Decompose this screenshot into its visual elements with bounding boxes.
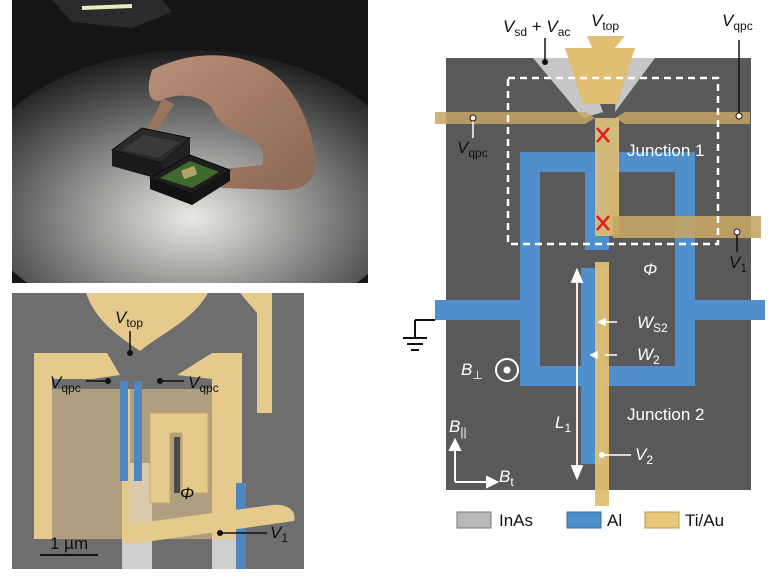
legend: InAs Al Ti/Au [457,511,724,530]
vqpc-top-sub: qpc [733,19,752,33]
sem-vqpc-left-sub: qpc [61,381,80,395]
scale-bar-label: 1 µm [50,534,88,553]
vtop-sub: top [602,19,619,33]
junction2-label: Junction 2 [627,405,705,424]
sem-phi-label: Φ [180,484,194,503]
schematic-panel: Vsd + Vac Vtop Vqpc Vqpc Junction 1 Φ V1… [395,0,768,576]
v2-sub: 2 [646,453,653,467]
svg-text:Vqpc: Vqpc [722,11,753,33]
svg-text:Vtop: Vtop [591,11,619,33]
bperp-label: B [461,360,472,379]
qpc-gate-left [435,112,595,124]
bpar-label: B [449,417,460,436]
sem-v1-sub: 1 [281,531,288,545]
ground-icon [403,320,435,350]
bperp-sub: ⊥ [472,368,482,382]
bpar-sub: || [460,425,466,439]
l1-sub: 1 [564,421,571,435]
svg-text:Vsd + Vac: Vsd + Vac [503,17,570,39]
legend-swatch-tiau [645,512,679,528]
legend-label-inas: InAs [499,511,533,530]
legend-swatch-al [567,512,601,528]
device-schematic: Vsd + Vac Vtop Vqpc Vqpc Junction 1 Φ V1… [395,0,768,576]
bt-label: B [499,467,510,486]
qpc-gate-right [615,112,750,124]
sem-panel: Vtop Vqpc Vqpc Φ V1 1 µm [12,293,304,569]
l1-label: L [555,413,564,432]
sample-photo [12,0,368,283]
phi-label: Φ [643,260,657,279]
vac-sub: ac [558,25,571,39]
w2-sub: 2 [653,353,660,367]
vsd-sub: sd [514,25,527,39]
sem-vqpc-right-sub: qpc [199,381,218,395]
ws2-sub: S2 [653,321,668,335]
junction1-label: Junction 1 [627,141,705,160]
v2-gate [595,262,609,506]
legend-label-al: Al [607,511,622,530]
legend-swatch-inas [457,512,491,528]
sem-image: Vtop Vqpc Vqpc Φ V1 1 µm [12,293,304,569]
vqpc-left-sub: qpc [468,146,487,160]
v1-sub: 1 [740,261,747,275]
legend-label-tiau: Ti/Au [685,511,724,530]
sem-vtop-sub: top [126,316,143,330]
photo-panel [12,0,368,283]
plus-label: + [527,17,546,36]
